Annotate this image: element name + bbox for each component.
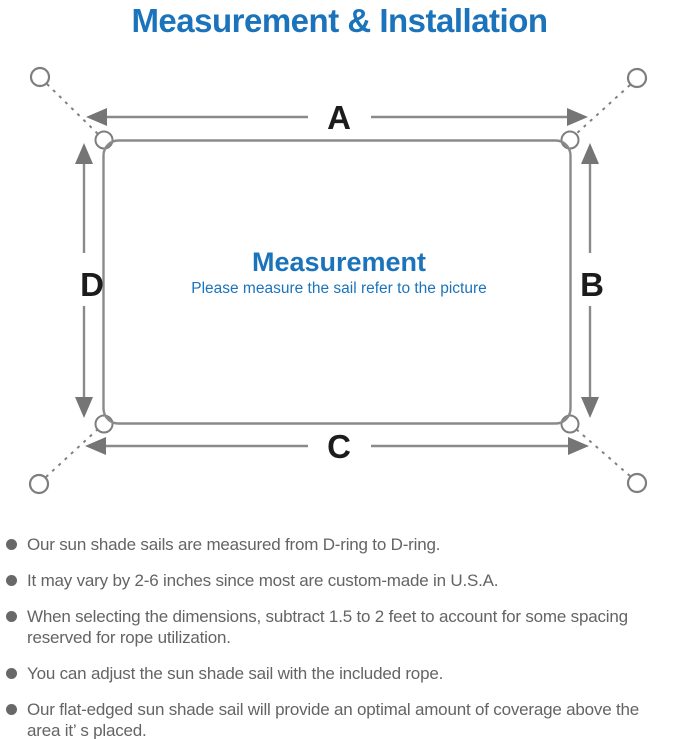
- dimension-label-a: A: [327, 99, 351, 136]
- note-text: When selecting the dimensions, subtract …: [27, 607, 628, 647]
- rope-line-top-left: [46, 83, 99, 135]
- arrowhead-b-down-icon: [581, 397, 599, 418]
- notes-list: Our sun shade sails are measured from D-…: [0, 534, 679, 739]
- arrowhead-b-up-icon: [581, 143, 599, 164]
- note-text: Our sun shade sails are measured from D-…: [27, 535, 441, 554]
- d-ring-top-right-icon: [560, 130, 580, 150]
- dimension-label-c: C: [327, 428, 351, 465]
- page-title: Measurement & Installation: [131, 2, 548, 39]
- diagram-center-heading: Measurement: [252, 247, 426, 277]
- d-ring-top-left-icon: [94, 130, 114, 150]
- note-item: Our sun shade sails are measured from D-…: [0, 534, 679, 555]
- arrowhead-d-down-icon: [75, 397, 93, 418]
- dimension-label-d: D: [80, 266, 104, 303]
- arrowhead-d-up-icon: [75, 143, 93, 164]
- diagram-center-caption: Please measure the sail refer to the pic…: [191, 280, 487, 297]
- bullet-icon: [6, 611, 17, 622]
- bullet-icon: [6, 704, 17, 715]
- dimension-label-b: B: [580, 266, 604, 303]
- bullet-icon: [6, 539, 17, 550]
- rope-line-bottom-right: [575, 428, 631, 477]
- sail-outline: [102, 139, 572, 425]
- d-ring-bottom-left-icon: [94, 414, 114, 434]
- arrowhead-a-right-icon: [567, 108, 588, 126]
- note-item: It may vary by 2-6 inches since most are…: [0, 570, 679, 591]
- note-item: When selecting the dimensions, subtract …: [0, 606, 679, 648]
- rope-dashed-lines: [45, 83, 631, 478]
- anchor-ring-bottom-left-icon: [28, 473, 50, 495]
- arrowhead-c-left-icon: [85, 437, 106, 455]
- note-item: You can adjust the sun shade sail with t…: [0, 663, 679, 684]
- anchor-ring-top-right-icon: [626, 67, 648, 89]
- arrowhead-a-left-icon: [86, 108, 107, 126]
- d-ring-bottom-right-icon: [560, 414, 580, 434]
- rope-line-bottom-left: [45, 428, 99, 478]
- note-text: You can adjust the sun shade sail with t…: [27, 664, 444, 683]
- note-text: Our flat-edged sun shade sail will provi…: [27, 700, 640, 739]
- bullet-icon: [6, 668, 17, 679]
- rope-line-top-right: [575, 84, 631, 135]
- bullet-icon: [6, 575, 17, 586]
- note-item: Our flat-edged sun shade sail will provi…: [0, 699, 679, 739]
- note-text: It may vary by 2-6 inches since most are…: [27, 571, 499, 590]
- anchor-ring-top-left-icon: [29, 66, 51, 88]
- arrowhead-c-right-icon: [568, 437, 589, 455]
- anchor-ring-bottom-right-icon: [626, 472, 648, 494]
- measurement-diagram: A C D B Measurement Please measure the s…: [28, 66, 648, 495]
